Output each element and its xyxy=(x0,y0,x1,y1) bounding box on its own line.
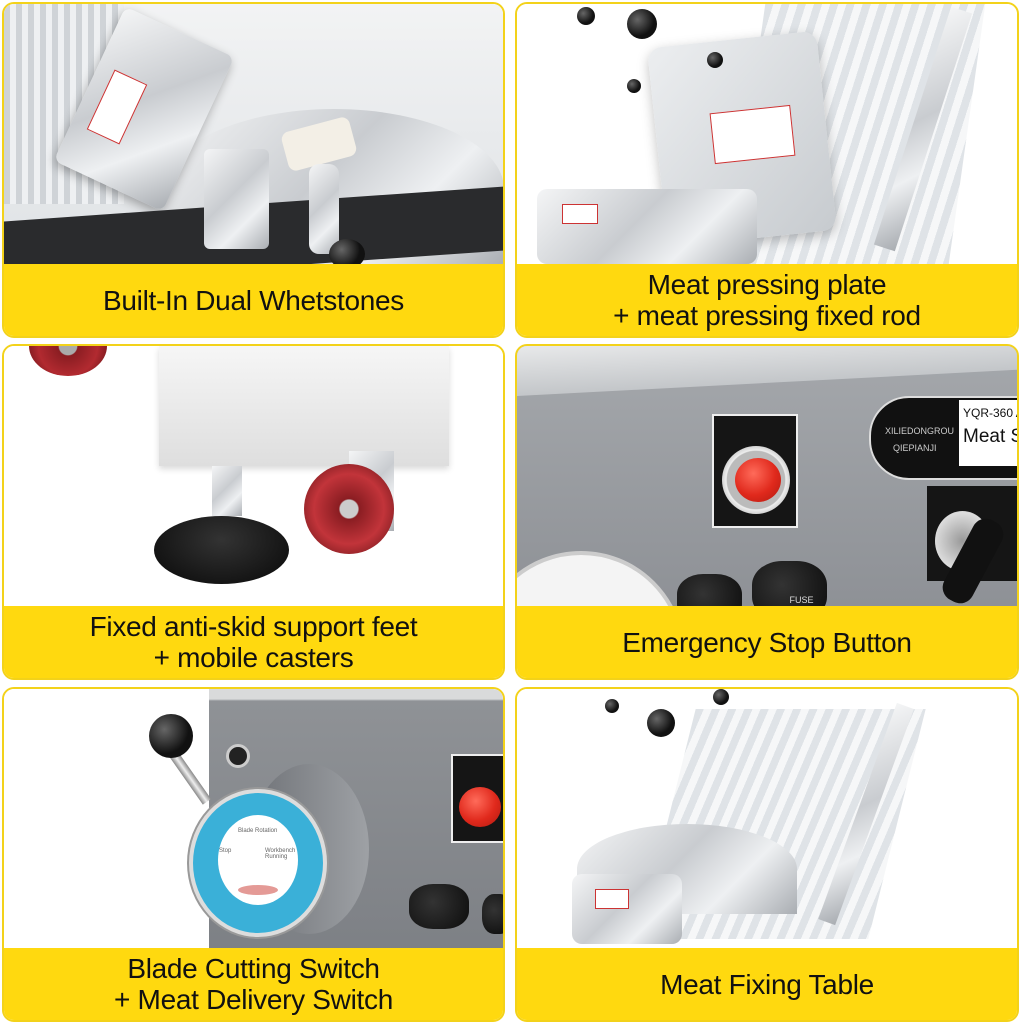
fuse-holder: FUSE xyxy=(752,561,827,606)
emergency-stop-button xyxy=(459,787,501,827)
caption-line: + Meat Delivery Switch xyxy=(114,984,393,1015)
whetstone-knob xyxy=(329,239,365,264)
dial-label-right: Workbench Running xyxy=(265,848,296,860)
caption: Emergency Stop Button xyxy=(517,606,1017,678)
caption-line: Fixed anti-skid support feet xyxy=(89,611,418,642)
blade-switch-dial: Blade Rotation Stop Workbench Running xyxy=(189,789,327,937)
dial-edge xyxy=(517,551,685,606)
nameplate-product: Meat S xyxy=(963,426,1017,447)
pressing-plate-photo xyxy=(517,4,1017,264)
nameplate-line1: XILIEDONGROU xyxy=(885,426,955,436)
caption-line: Built-In Dual Whetstones xyxy=(103,284,404,316)
caption-line: + mobile casters xyxy=(153,642,354,673)
fuse-holder xyxy=(677,574,742,606)
lever-knob xyxy=(149,714,193,758)
nameplate-model: YQR-360 A xyxy=(963,406,1017,420)
caster-wheel xyxy=(29,346,107,376)
caption: Blade Cutting Switch + Meat Delivery Swi… xyxy=(4,948,503,1020)
feature-panel-pressing-plate: Meat pressing plate + meat pressing fixe… xyxy=(515,2,1019,338)
caption: Meat pressing plate + meat pressing fixe… xyxy=(517,264,1017,336)
nameplate: XILIEDONGROU QIEPIANJI YQR-360 A Meat S xyxy=(869,396,1017,480)
anti-skid-foot xyxy=(154,516,289,584)
caption: Fixed anti-skid support feet + mobile ca… xyxy=(4,606,503,678)
whetstone-photo xyxy=(4,4,503,264)
dial-label-left: Stop xyxy=(219,848,232,854)
pressing-rod-knob xyxy=(577,7,595,25)
warning-sticker xyxy=(562,204,598,224)
feet-casters-photo xyxy=(4,346,503,606)
pressing-rod-knob xyxy=(627,9,657,39)
feature-panel-emergency-stop: XILIEDONGROU QIEPIANJI YQR-360 A Meat S … xyxy=(515,344,1019,680)
pressing-rod-knob xyxy=(605,699,619,713)
dial-label-top: Blade Rotation xyxy=(238,828,278,834)
pressing-rod-knob xyxy=(627,79,641,93)
caption-line: Emergency Stop Button xyxy=(622,626,912,658)
caption-line: Meat pressing plate xyxy=(647,269,887,300)
caption: Meat Fixing Table xyxy=(517,948,1017,1020)
caption-line: Blade Cutting Switch xyxy=(127,953,380,984)
feature-panel-whetstones: Built-In Dual Whetstones xyxy=(2,2,505,338)
feature-panel-switches: Blade Rotation Stop Workbench Running Bl… xyxy=(2,687,505,1022)
fuse-label: FUSE xyxy=(789,595,814,605)
pressing-rod-knob xyxy=(707,52,723,68)
warning-sticker xyxy=(709,104,796,165)
pressing-rod-knob xyxy=(713,689,729,705)
fixing-table-photo xyxy=(517,689,1017,948)
nameplate-line2: QIEPIANJI xyxy=(893,443,937,453)
caption: Built-In Dual Whetstones xyxy=(4,264,503,336)
pressing-rod-knob xyxy=(647,709,675,737)
caption-line: Meat Fixing Table xyxy=(660,968,874,1000)
fuse-holder xyxy=(482,894,503,934)
emergency-stop-button xyxy=(735,458,781,502)
caption-line: + meat pressing fixed rod xyxy=(613,300,921,331)
feature-panel-fixing-table: Meat Fixing Table xyxy=(515,687,1019,1022)
control-panel-photo: XILIEDONGROU QIEPIANJI YQR-360 A Meat S … xyxy=(517,346,1017,606)
caster-wheel xyxy=(304,464,394,554)
switches-photo: Blade Rotation Stop Workbench Running xyxy=(4,689,503,948)
warning-sticker xyxy=(595,889,629,909)
feature-panel-feet-casters: Fixed anti-skid support feet + mobile ca… xyxy=(2,344,505,680)
fuse-holder xyxy=(409,884,469,929)
